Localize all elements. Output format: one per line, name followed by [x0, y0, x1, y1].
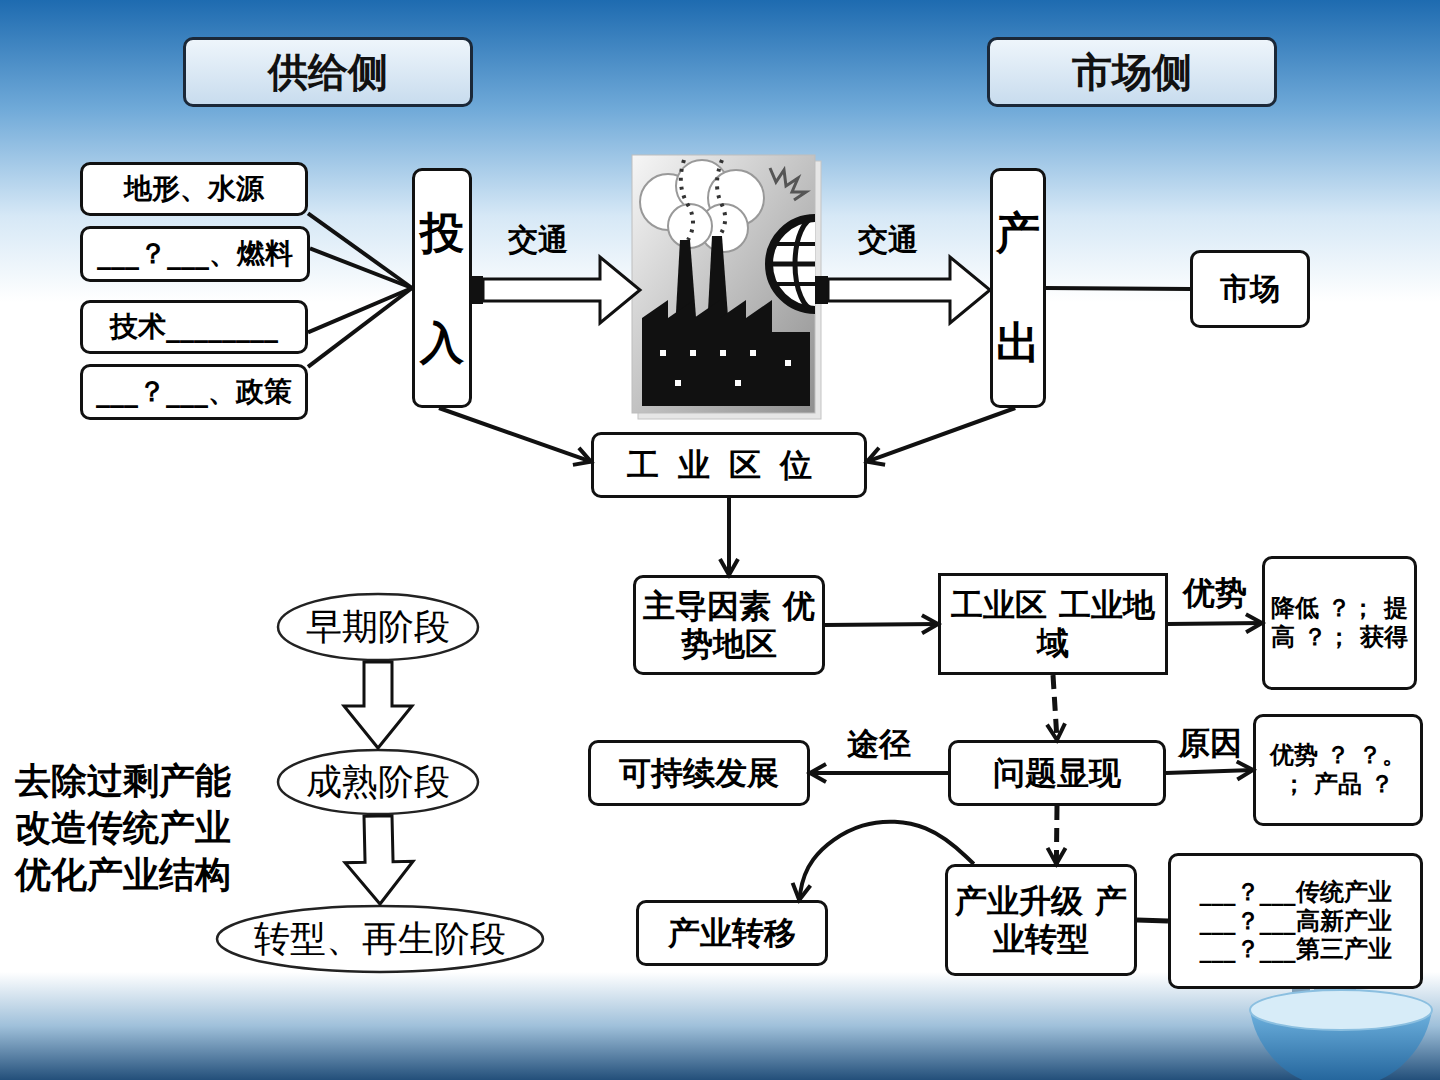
factor-box: ___？___、燃料 [80, 226, 310, 282]
block-arrow [344, 662, 412, 748]
node-text: ___？___、政策 [96, 375, 292, 409]
sun-rays [770, 168, 806, 200]
process-box: 产业升级 产业转型 [945, 864, 1137, 976]
node-text: 主导因素 优势地区 [640, 587, 818, 664]
process-box: 产业转移 [636, 900, 828, 966]
node-text: 产出 [993, 178, 1043, 398]
smoke-dots [717, 160, 725, 238]
header-box: 市场侧 [987, 37, 1277, 107]
market-box: 市场 [1190, 250, 1310, 328]
process-box: 可持续发展 [588, 740, 810, 806]
node-text: 产业转移 [668, 914, 796, 952]
process-box: 工业区 工业地域 [938, 573, 1168, 675]
note-box: 降低 ？； 提高 ？； 获得 [1262, 556, 1417, 690]
stage-ellipse: 成熟阶段 [276, 748, 480, 816]
edge-label: 原因 [1178, 722, 1242, 766]
connector-arrow [1168, 623, 1262, 624]
globe-parallel [775, 242, 815, 246]
hollow-arrow [483, 257, 640, 323]
node-text: 优势 ？ ？。 ； 产品 ？ [1260, 741, 1416, 799]
process-box: 工业区位 [591, 432, 867, 498]
ellipse-shape [278, 750, 478, 814]
picture-frame [632, 155, 815, 413]
window [720, 350, 726, 356]
arrow-tail-block [815, 276, 828, 304]
node-text: 技术________ [110, 310, 278, 344]
factor-box: 技术________ [80, 300, 308, 354]
window [750, 350, 756, 356]
connector-arrow [799, 822, 974, 900]
node-text: 市场 [1220, 271, 1280, 307]
node-text: 地形、水源 [124, 172, 264, 206]
globe-equator [769, 262, 815, 267]
connector-arrow [727, 498, 731, 575]
process-box: 问题显现 [948, 740, 1166, 806]
edge-label: 优势 [1183, 572, 1247, 616]
connector-arrow [825, 624, 938, 625]
window [735, 380, 741, 386]
connector-arrow [1054, 806, 1060, 864]
output-box: 产出 [990, 168, 1046, 408]
connector-arrow [310, 248, 412, 288]
window [690, 350, 696, 356]
edge-label: 途径 [847, 723, 911, 767]
header-box: 供给侧 [183, 37, 473, 107]
node-text: 供给侧 [268, 48, 388, 96]
connector-arrow [308, 288, 412, 367]
window [675, 380, 681, 386]
connector-arrow [867, 408, 1015, 462]
free-label: 交通 [508, 220, 568, 259]
node-text: 早期阶段 [306, 605, 450, 648]
note-box: 优势 ？ ？。 ； 产品 ？ [1253, 714, 1423, 826]
ellipse-shape [278, 594, 478, 660]
node-text: 工业区 工业地域 [945, 586, 1161, 663]
node-text: 转型、再生阶段 [254, 917, 506, 960]
block-arrow [345, 816, 413, 904]
node-text: 降低 ？； 提高 ？； 获得 [1269, 594, 1410, 652]
node-text: 产业升级 产业转型 [952, 882, 1130, 959]
factor-box: ___？___、政策 [80, 364, 308, 420]
node-text: ___？___传统产业 ___？___高新产业 ___？___第三产业 [1175, 878, 1416, 964]
globe-top [1250, 990, 1432, 1030]
factory-art [640, 160, 815, 406]
window [785, 360, 791, 366]
connector-arrow [1166, 770, 1253, 773]
node-text: 工业区位 [627, 446, 832, 484]
connector-arrow [1046, 288, 1190, 289]
hollow-arrow [828, 257, 990, 323]
connector-arrow [1137, 920, 1168, 921]
input-box: 投入 [412, 168, 472, 408]
connector-arrow [308, 288, 412, 332]
window [660, 350, 666, 356]
globe-parallel [775, 282, 815, 286]
stage-ellipse: 早期阶段 [276, 592, 480, 662]
node-text: 成熟阶段 [306, 760, 450, 803]
process-box: 主导因素 优势地区 [633, 575, 825, 675]
node-text: ___？___、燃料 [97, 237, 293, 271]
node-text: 可持续发展 [619, 754, 779, 792]
connector-arrow [308, 213, 412, 288]
factor-box: 地形、水源 [80, 162, 308, 216]
stage-ellipse: 转型、再生阶段 [215, 904, 545, 974]
smoke-dots [681, 160, 693, 240]
node-text: 市场侧 [1072, 48, 1192, 96]
free-label: 去除过剩产能 改造传统产业 优化产业结构 [15, 758, 265, 898]
node-text: 问题显现 [993, 754, 1121, 792]
factory-building [642, 300, 810, 406]
node-text: 投入 [415, 178, 469, 398]
connector-arrow [439, 408, 591, 462]
connector-arrow [810, 771, 948, 775]
ellipse-shape [217, 906, 543, 972]
free-label: 交通 [858, 220, 918, 259]
globe [769, 218, 815, 310]
note-box: ___？___传统产业 ___？___高新产业 ___？___第三产业 [1168, 853, 1423, 989]
connector-arrow [1053, 675, 1057, 740]
